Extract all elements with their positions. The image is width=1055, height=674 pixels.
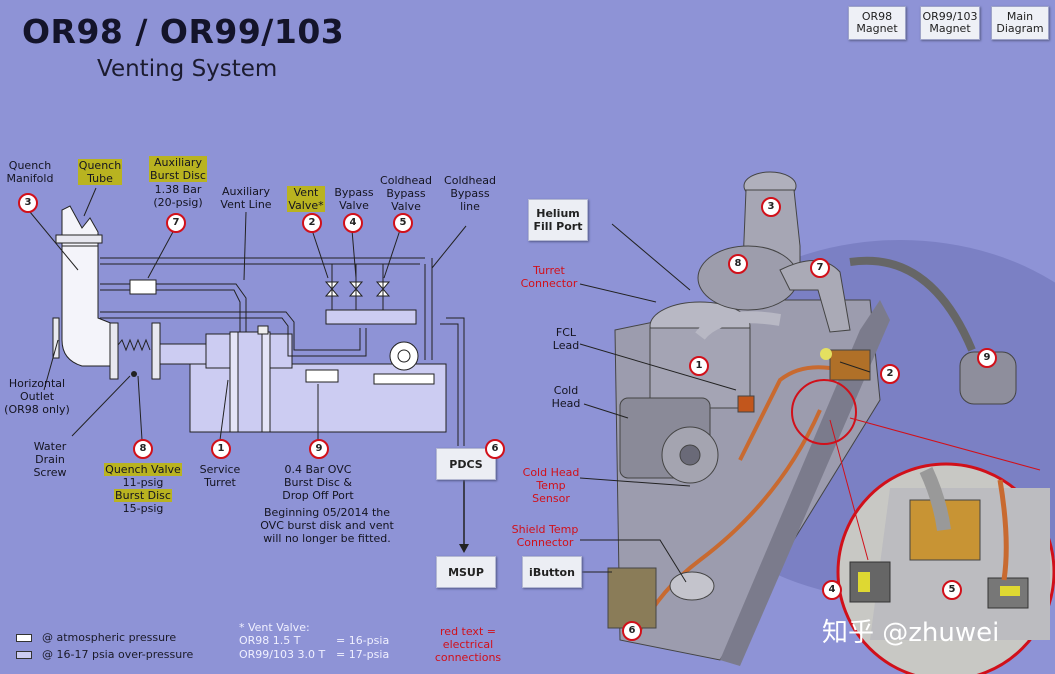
valve-flange-left [109, 322, 119, 380]
legend-over: @ 16-17 psia over-pressure [16, 648, 193, 661]
aux-burst-disc-label: Auxiliary Burst Disc [149, 156, 207, 182]
bypass-pipe [849, 256, 976, 352]
horizontal-outlet-label: Horizontal Outlet (OR98 only) [4, 377, 70, 416]
ibutton-box[interactable]: iButton [522, 556, 582, 588]
vent-note: * Vent Valve: [239, 621, 310, 634]
quench-manifold-label: Quench Manifold [6, 159, 54, 185]
service-turret-label: Service Turret [199, 463, 241, 489]
burst-disc-psig-label: 15-psig [122, 502, 164, 515]
photo-marker-2: 2 [880, 364, 900, 384]
valve-manifold [325, 309, 417, 325]
photo-marker-6: 6 [622, 621, 642, 641]
quench-valve-label: Quench Valve [104, 463, 182, 476]
quench-pipe [159, 343, 209, 365]
turret-connector-label: Turret Connector [520, 264, 578, 290]
cold-head-temp-label: Cold Head Temp Sensor [522, 466, 580, 505]
marker-7: 7 [166, 213, 186, 233]
marker-2: 2 [302, 213, 322, 233]
water-drain-screw-label: Water Drain Screw [33, 440, 67, 479]
horizontal-outlet-flange [52, 317, 60, 359]
or99-value: = 17-psia [336, 648, 390, 661]
or98-spec: OR98 1.5 T [239, 634, 301, 647]
cold-head-label: Cold Head [551, 384, 581, 410]
coldhead-cable [738, 365, 831, 461]
or98-value: = 16-psia [336, 634, 390, 647]
shield-temp-cable [638, 409, 822, 631]
ovc-label: 0.4 Bar OVC Burst Disc & Drop Off Port [282, 463, 354, 502]
or99-spec: OR99/103 3.0 T [239, 648, 326, 661]
photo-marker-1: 1 [689, 356, 709, 376]
page-title: OR98 / OR99/103 [22, 12, 345, 51]
photo-marker-3: 3 [761, 197, 781, 217]
bellows-spring [117, 338, 151, 352]
ovc-drop-off-port [305, 369, 339, 383]
quench-valve-psig-label: 11-psig [122, 476, 164, 489]
burst-disc-label: Burst Disc [114, 489, 172, 502]
photo-marker-5: 5 [942, 580, 962, 600]
ovc-note: Beginning 05/2014 the OVC burst disk and… [260, 506, 394, 545]
valve-block-photo [829, 349, 871, 381]
marker-9: 9 [309, 439, 329, 459]
zoom-circle-source [791, 379, 857, 445]
page-subtitle: Venting System [97, 56, 278, 82]
main-diagram-button[interactable]: Main Diagram [991, 6, 1049, 40]
coldhead-bypass-valve-label: Coldhead Bypass Valve [380, 174, 432, 213]
red-text-note: red text = electrical connections [434, 625, 502, 664]
helium-fill-port-box[interactable]: Helium Fill Port [528, 199, 588, 241]
or98-magnet-button[interactable]: OR98 Magnet [848, 6, 906, 40]
vent-valve-label: Vent Valve* [287, 186, 325, 212]
aux-burst-disc [129, 279, 157, 295]
marker-6: 6 [485, 439, 505, 459]
marker-1: 1 [211, 439, 231, 459]
bypass-valve-label: Bypass Valve [334, 186, 374, 212]
watermark: 知乎 @zhuwei [822, 618, 1000, 648]
marker-3: 3 [18, 193, 38, 213]
fcl-lead-label: FCL Lead [552, 326, 580, 352]
quench-flange [55, 234, 103, 244]
valve-flange-right [151, 322, 161, 380]
shield-temp-port [669, 571, 715, 601]
shield-temp-label: Shield Temp Connector [511, 523, 579, 549]
fcl-lead-photo [737, 395, 755, 413]
ibutton-box-photo [607, 567, 657, 629]
msup-box[interactable]: MSUP [436, 556, 496, 588]
marker-4: 4 [343, 213, 363, 233]
photo-marker-8: 8 [728, 254, 748, 274]
legend-atm: @ atmospheric pressure [16, 631, 176, 644]
photo-marker-4: 4 [822, 580, 842, 600]
aux-vent-line-label: Auxiliary Vent Line [220, 185, 272, 211]
coldhead-bypass-line-label: Coldhead Bypass line [444, 174, 496, 213]
quench-tube-label: Quench Tube [77, 159, 123, 185]
photo-marker-7: 7 [810, 258, 830, 278]
or99-magnet-button[interactable]: OR99/103 Magnet [920, 6, 980, 40]
aux-burst-pressure-label: 1.38 Bar (20-psig) [153, 183, 203, 209]
marker-5: 5 [393, 213, 413, 233]
photo-marker-9: 9 [977, 348, 997, 368]
marker-8: 8 [133, 439, 153, 459]
